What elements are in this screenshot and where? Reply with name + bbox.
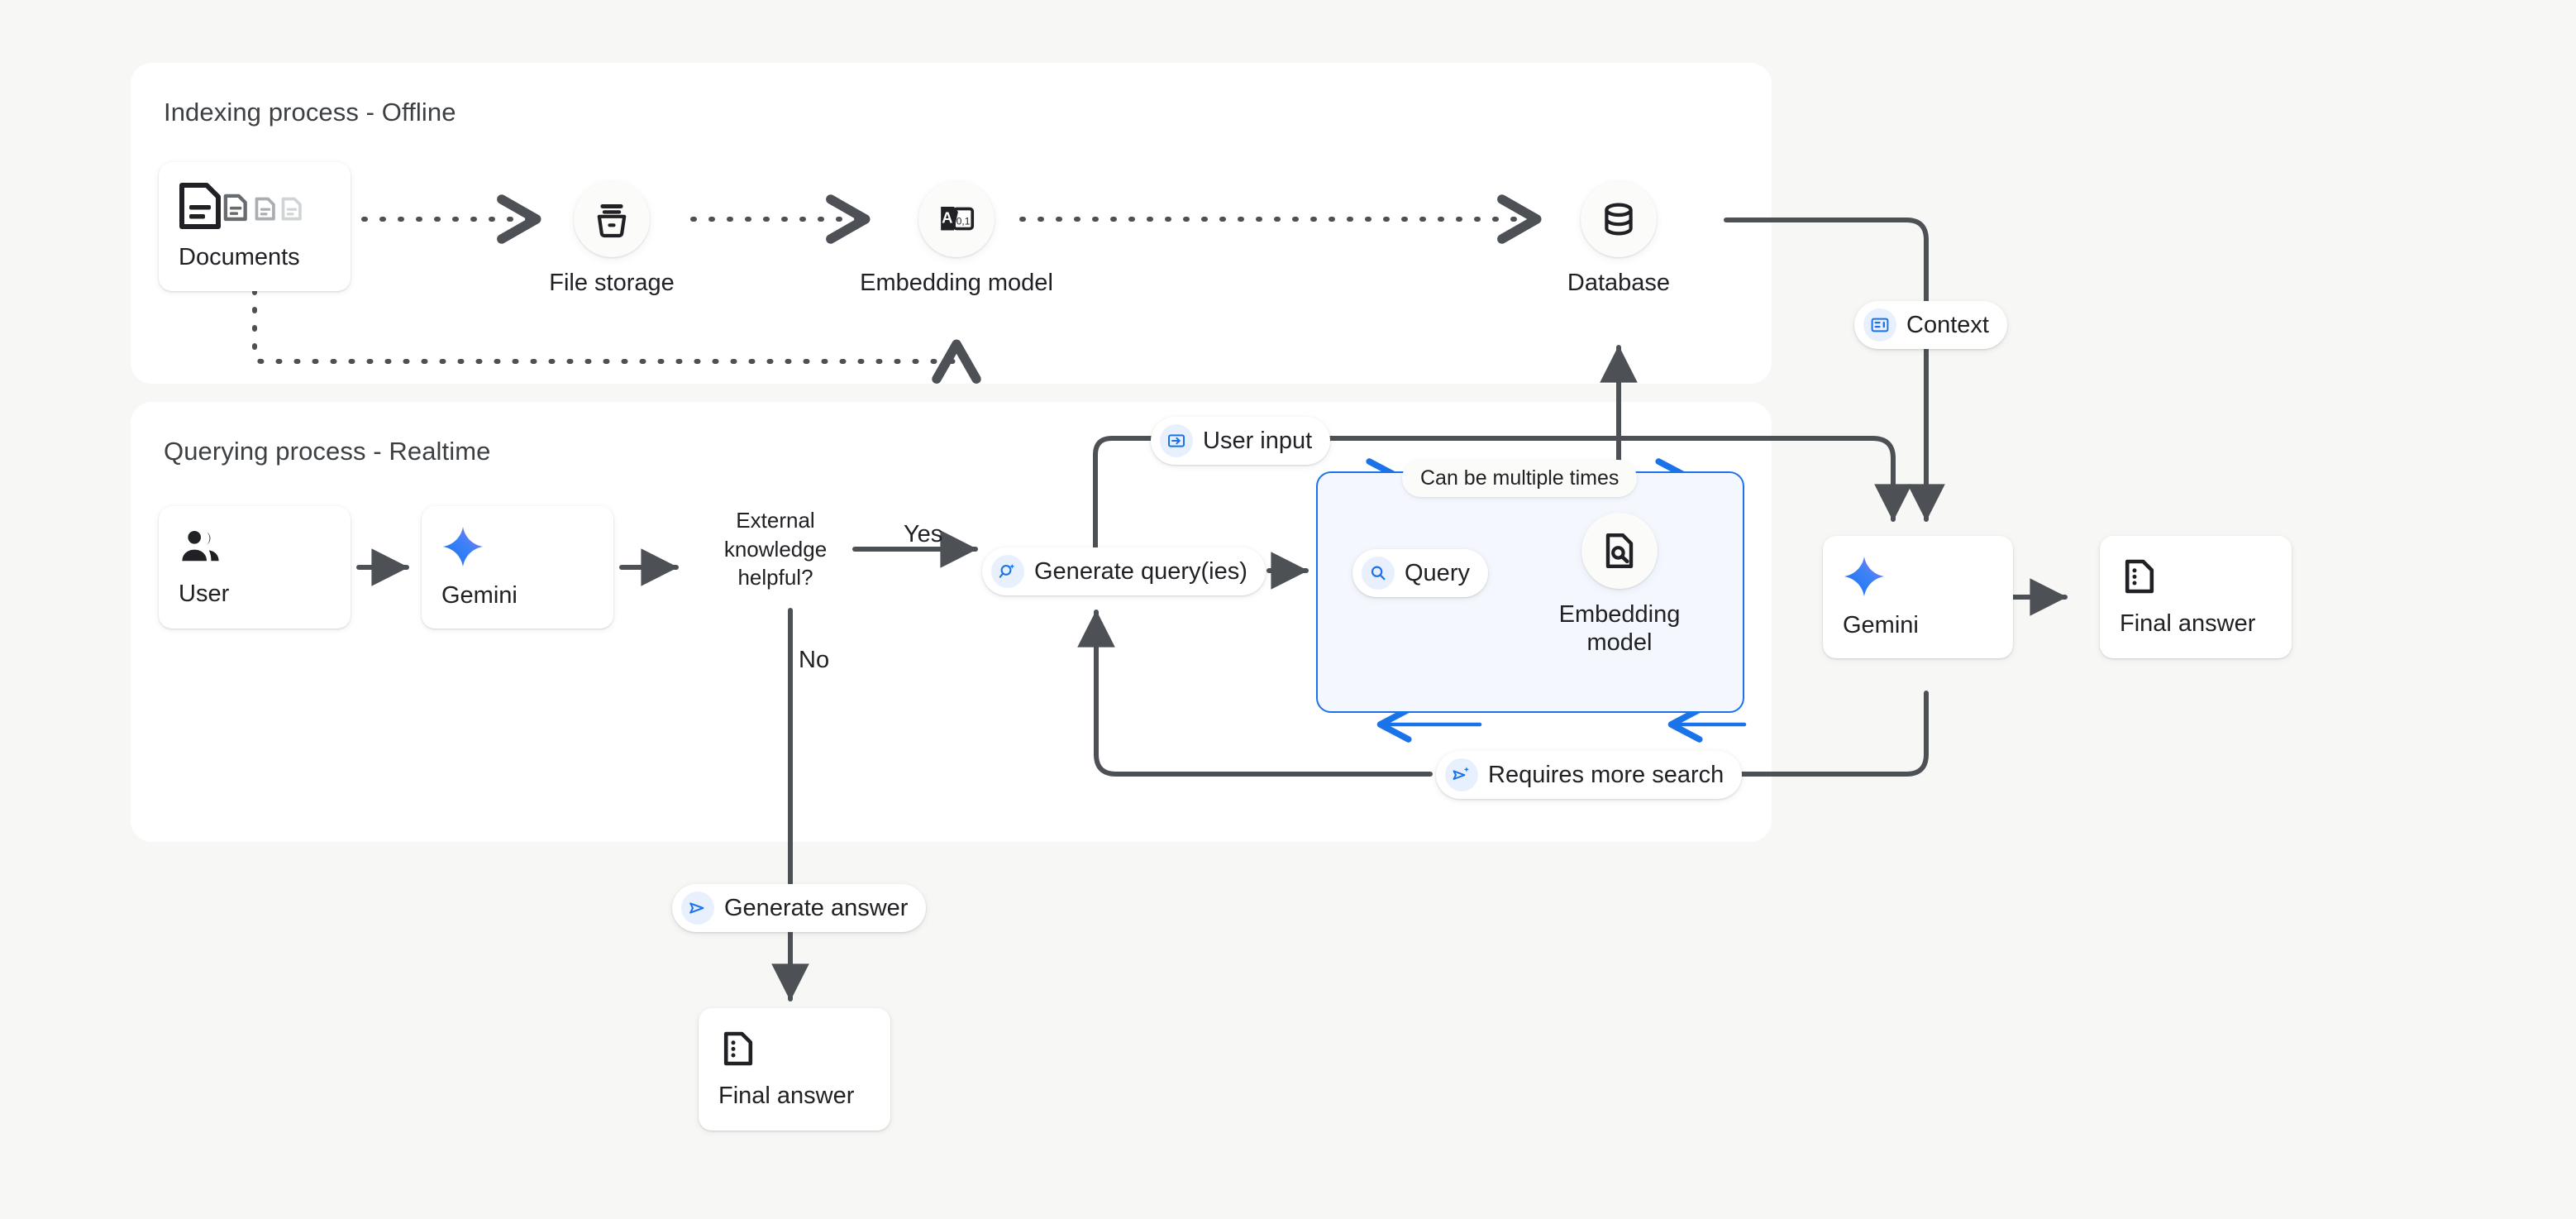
people-icon xyxy=(179,527,331,571)
node-gemini-right[interactable]: Gemini xyxy=(1823,536,2013,658)
chip-user-input[interactable]: User input xyxy=(1151,417,1331,465)
node-documents[interactable]: Documents xyxy=(159,162,351,291)
chip-label-requires-more-search: Requires more search xyxy=(1488,761,1724,788)
node-label-gemini-right: Gemini xyxy=(1843,612,1919,638)
chip-requires-more-search[interactable]: Requires more search xyxy=(1436,751,1743,799)
node-label-final-answer-bottom: Final answer xyxy=(718,1083,855,1109)
answer-doc-icon xyxy=(718,1029,871,1073)
node-label-embedding-model-indexing: Embedding model xyxy=(860,270,1053,296)
node-user[interactable]: User xyxy=(159,506,351,629)
search-sparkle-icon xyxy=(991,555,1024,588)
node-final-answer-bottom[interactable]: Final answer xyxy=(699,1008,890,1131)
chip-generate-query[interactable]: Generate query(ies) xyxy=(982,547,1266,595)
edge-label-no: No xyxy=(799,647,830,673)
send-sparkle-icon xyxy=(1445,758,1478,791)
node-label-gemini-left: Gemini xyxy=(441,582,518,609)
chip-label-query: Query xyxy=(1405,559,1470,586)
edge-documents-to-embedding-loop xyxy=(252,289,981,384)
document-search-icon xyxy=(1581,513,1658,589)
edge-label-yes: Yes xyxy=(904,521,943,547)
node-final-answer-right[interactable]: Final answer xyxy=(2100,536,2292,658)
node-gemini-left[interactable]: Gemini xyxy=(422,506,613,629)
chip-label-user-input: User input xyxy=(1203,427,1313,454)
context-card-icon xyxy=(1863,308,1896,342)
edge-userinput-left-segment xyxy=(1093,436,1158,573)
node-database[interactable]: Database xyxy=(1567,181,1670,297)
svg-text:0,1: 0,1 xyxy=(956,216,971,227)
node-label-database: Database xyxy=(1567,270,1671,296)
panel-querying-title: Querying process - Realtime xyxy=(164,437,491,466)
decision-external-knowledge[interactable]: External knowledge helpful? xyxy=(701,491,850,607)
documents-icon xyxy=(179,182,331,234)
node-file-storage[interactable]: File storage xyxy=(549,181,675,297)
answer-doc-icon xyxy=(2120,557,2272,600)
search-icon xyxy=(1362,557,1395,590)
chip-label-generate-query: Generate query(ies) xyxy=(1034,557,1247,585)
database-icon xyxy=(1581,181,1657,257)
node-label-file-storage: File storage xyxy=(549,270,675,296)
node-label-documents: Documents xyxy=(179,244,300,270)
chip-label-generate-answer: Generate answer xyxy=(724,894,909,921)
decision-label: External knowledge helpful? xyxy=(723,508,828,590)
file-storage-icon xyxy=(574,181,650,257)
node-embedding-model-indexing[interactable]: 0,1 A Embedding model xyxy=(860,181,1053,297)
node-embedding-model-querying[interactable]: Embedding model xyxy=(1559,513,1680,657)
panel-indexing-title: Indexing process - Offline xyxy=(164,98,456,127)
gemini-spark-icon xyxy=(1843,555,1993,602)
chip-label-loop-note: Can be multiple times xyxy=(1420,466,1620,490)
input-arrow-icon xyxy=(1160,424,1193,457)
node-label-final-answer-right: Final answer xyxy=(2120,610,2256,637)
edge-userinput-to-gemini-right xyxy=(1320,436,1912,522)
chip-loop-note: Can be multiple times xyxy=(1402,460,1638,497)
text-to-vector-icon: 0,1 A xyxy=(918,181,995,257)
chip-context[interactable]: Context xyxy=(1854,301,2007,349)
node-label-embedding-model-querying: Embedding model xyxy=(1558,601,1681,657)
edge-database-to-gemini-right xyxy=(1724,218,1945,522)
gemini-spark-icon xyxy=(441,525,594,572)
chip-generate-answer[interactable]: Generate answer xyxy=(672,884,927,932)
edge-requires-to-generatequery xyxy=(1077,610,1433,777)
chip-label-context: Context xyxy=(1906,311,1989,338)
svg-text:A: A xyxy=(942,209,952,227)
chip-query[interactable]: Query xyxy=(1352,549,1488,597)
node-label-user: User xyxy=(179,581,230,607)
send-outline-icon xyxy=(681,892,714,925)
edge-gemini-right-to-requires xyxy=(1730,691,1929,777)
